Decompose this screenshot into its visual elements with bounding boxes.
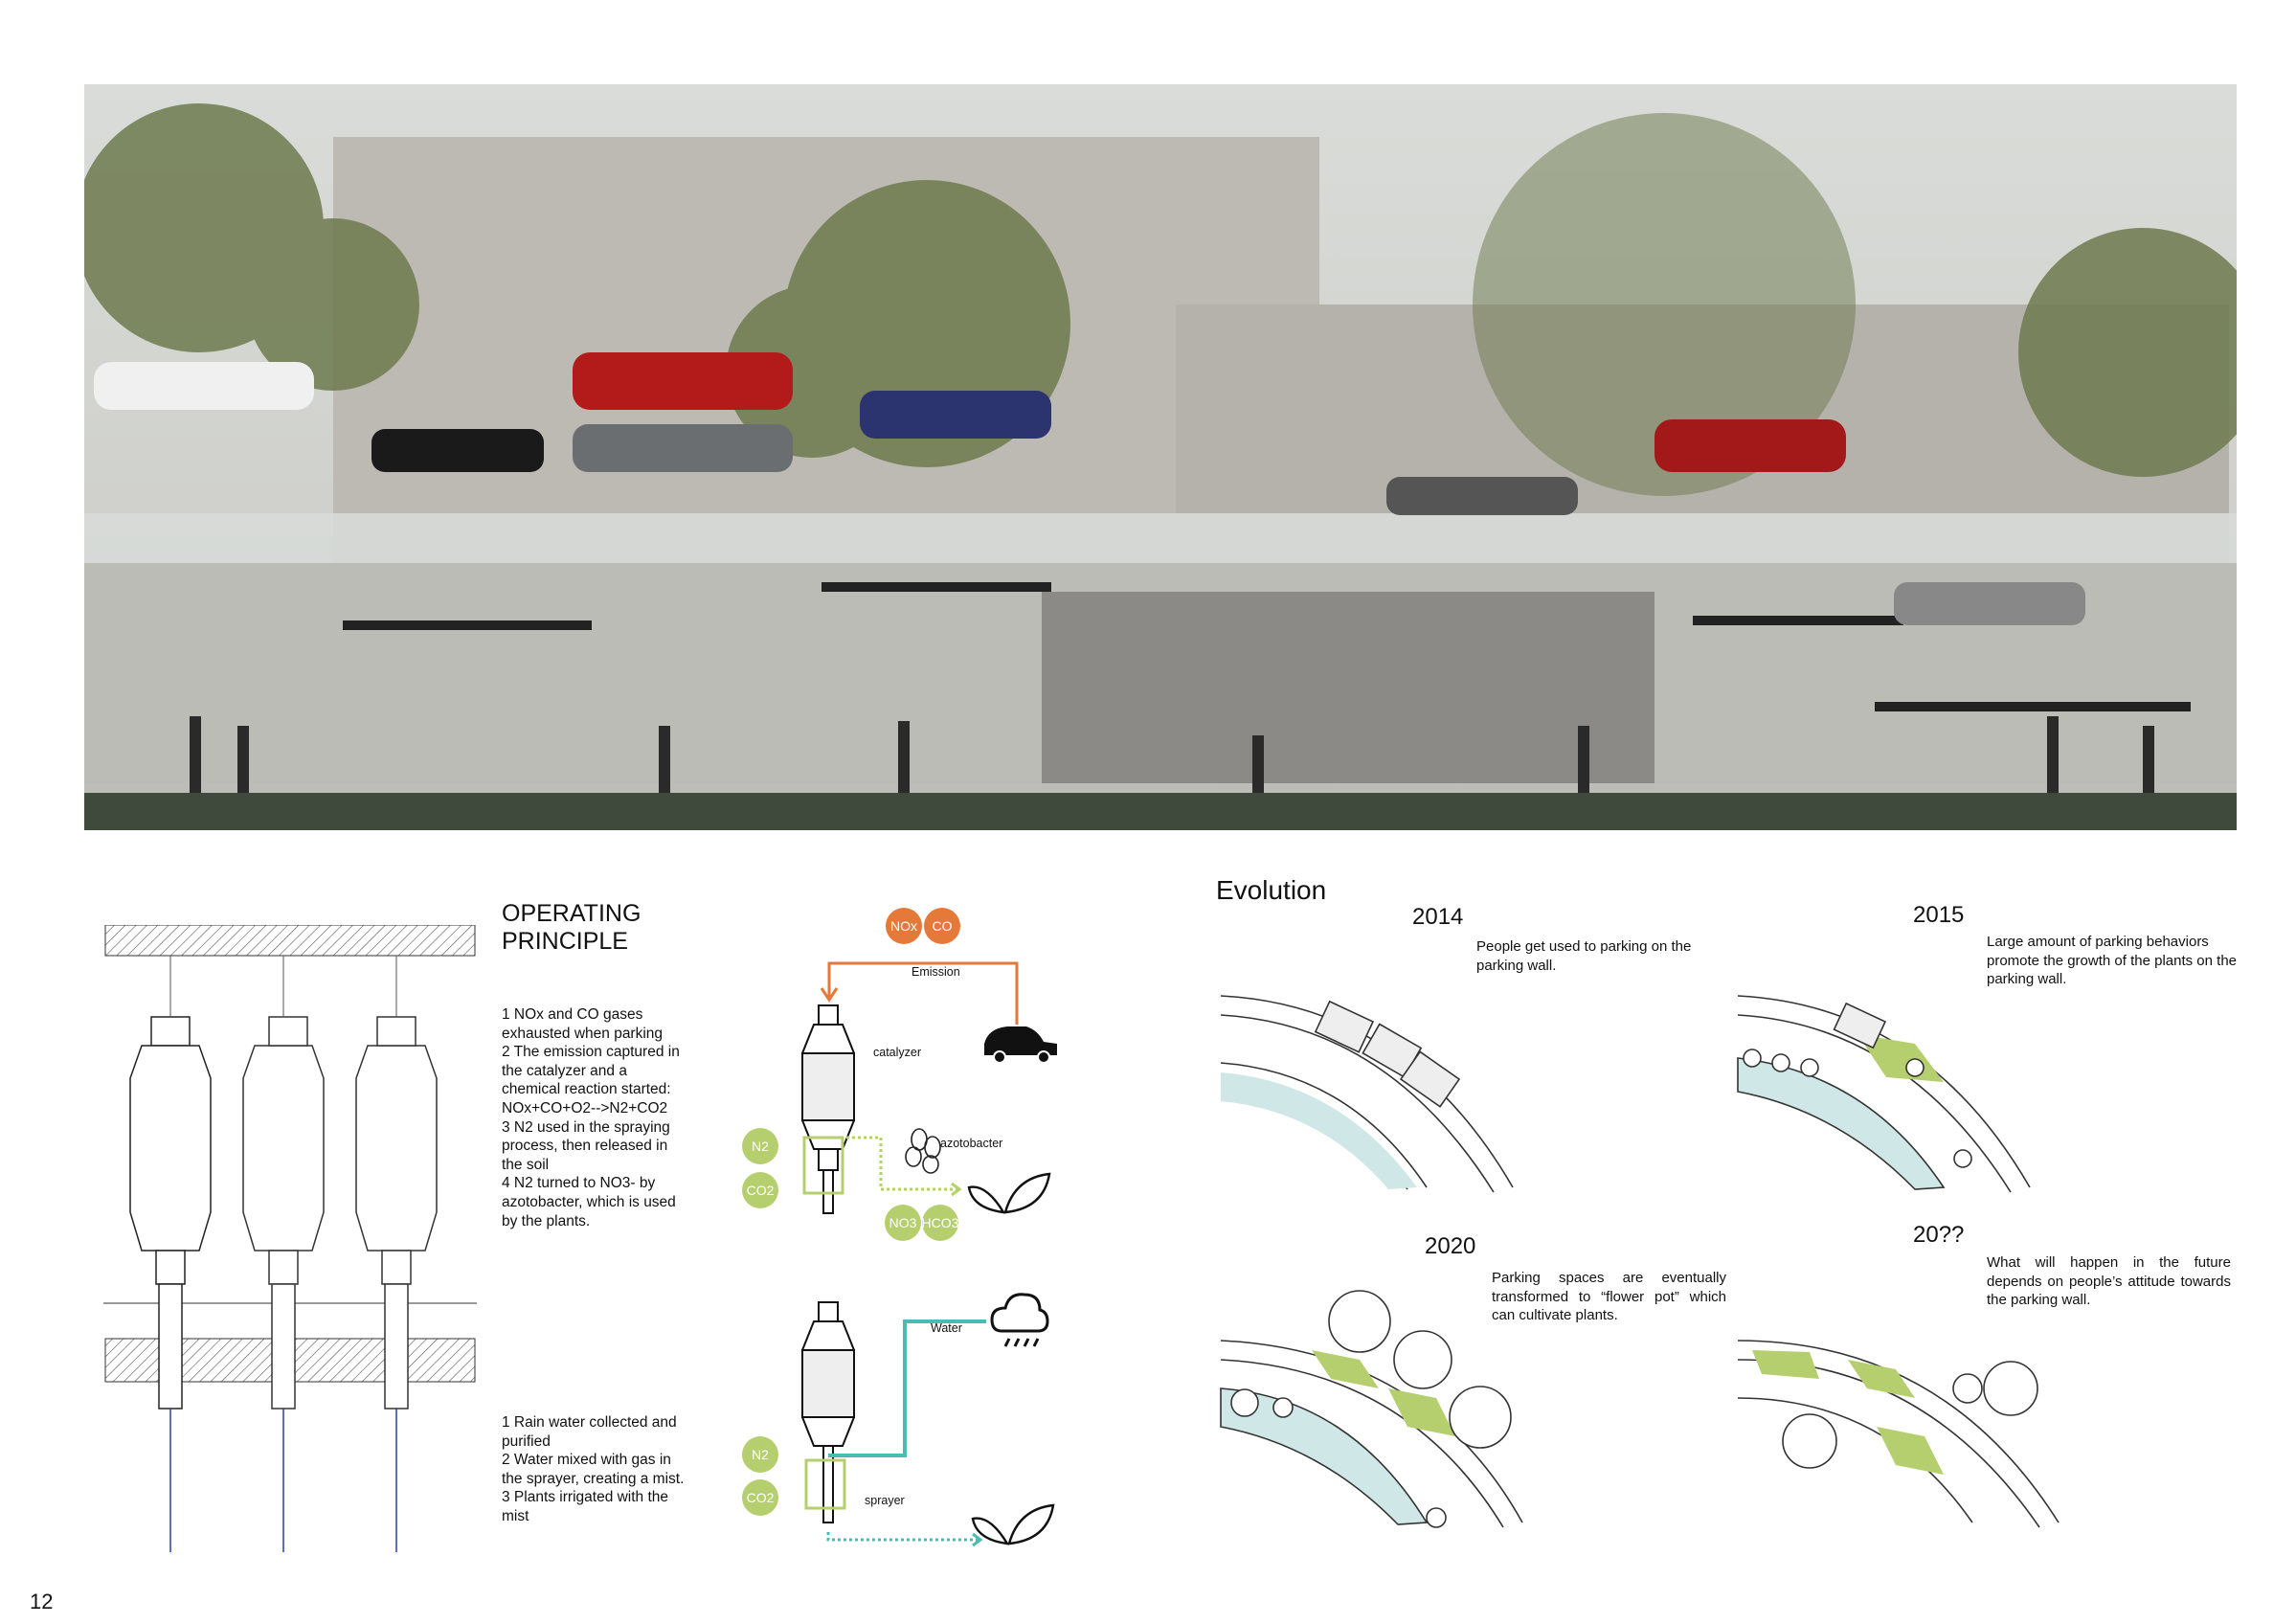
step-line: process, then released in — [502, 1138, 668, 1155]
page-number: 12 — [30, 1590, 54, 1613]
step-line: 2 Water mixed with gas in — [502, 1452, 671, 1469]
azotobacter-label: azotobacter — [940, 1137, 1003, 1150]
steps-water: 1 Rain water collected and purified 2 Wa… — [502, 1413, 684, 1526]
step-line: the catalyzer and a — [502, 1062, 627, 1079]
sketch-2014 — [1220, 995, 1514, 1193]
badge-co2: CO2 — [742, 1479, 778, 1516]
sketch-2015 — [1737, 995, 2031, 1193]
step-line: purified — [502, 1432, 551, 1450]
leaf-icon — [971, 1503, 1055, 1545]
step-line: 1 NOx and CO gases — [502, 1006, 643, 1023]
stage-text: What will happen in the future depends o… — [1987, 1254, 2231, 1308]
badge-n2: N2 — [742, 1128, 778, 1164]
step-line: 3 Plants irrigated with the — [502, 1489, 669, 1506]
step-line: NOx+CO+O2-->N2+CO2 — [502, 1099, 668, 1116]
stage-text: People get used to parking on the parkin… — [1476, 938, 1692, 974]
sprayer-label: sprayer — [865, 1494, 905, 1507]
evolution-title: Evolution — [1216, 875, 1327, 905]
sketch-20xx — [1737, 1340, 2060, 1528]
badge-co2: CO2 — [742, 1172, 778, 1208]
stage-year: 2014 — [1412, 904, 1464, 930]
operating-principle-title: OPERATING PRINCIPLE — [502, 900, 641, 956]
step-line: the sprayer, creating a mist. — [502, 1470, 685, 1487]
step-line: 4 N2 turned to NO3- by — [502, 1175, 656, 1192]
azotobacter-icon — [905, 1128, 941, 1174]
step-line: exhausted when parking — [502, 1025, 664, 1042]
step-line: chemical reaction started: — [502, 1081, 671, 1098]
catalyzer-label: catalyzer — [873, 1046, 922, 1059]
sketch-2020 — [1220, 1290, 1523, 1528]
parking-wall-illustration — [84, 103, 2237, 830]
badge-no3: NO3 — [885, 1205, 921, 1241]
evolution-sketches — [1220, 995, 2060, 1528]
cars — [94, 352, 2085, 625]
badge-hco3: HCO3 — [922, 1205, 958, 1241]
step-line: 2 The emission captured in — [502, 1044, 680, 1061]
badge-n2: N2 — [742, 1436, 778, 1473]
badge-co: CO — [924, 908, 960, 944]
hero-render-image — [84, 84, 2237, 830]
step-line: the soil — [502, 1156, 550, 1173]
stage-text: Large amount of parking behaviors promot… — [1987, 934, 2237, 987]
step-line: 1 Rain water collected and — [502, 1414, 677, 1431]
badge-nox: NOx — [886, 908, 922, 944]
water-label: Water — [931, 1321, 962, 1335]
stage-year: 20?? — [1913, 1222, 1965, 1248]
stage-year: 2015 — [1913, 902, 1965, 928]
leaf-icon — [967, 1172, 1051, 1214]
car-icon — [984, 1026, 1057, 1064]
step-line: by the plants. — [502, 1212, 591, 1229]
water-diagram: Water sprayer N2 CO2 — [728, 1264, 1092, 1561]
stage-text: Parking spaces are eventually transforme… — [1492, 1270, 1726, 1323]
step-line: mist — [502, 1507, 529, 1524]
steps-emission: 1 NOx and CO gases exhausted when parkin… — [502, 1005, 680, 1230]
emission-label: Emission — [912, 965, 960, 979]
emission-diagram: NOx CO Emission catalyzer azotobacter N2… — [728, 900, 1092, 1264]
title-line: PRINCIPLE — [502, 928, 628, 955]
step-line: azotobacter, which is used — [502, 1193, 676, 1210]
sprayer-section-drawing — [103, 924, 477, 1552]
step-line: 3 N2 used in the spraying — [502, 1118, 670, 1136]
title-line: OPERATING — [502, 900, 642, 927]
stage-year: 2020 — [1425, 1233, 1476, 1259]
rain-cloud-icon — [990, 1293, 1049, 1347]
